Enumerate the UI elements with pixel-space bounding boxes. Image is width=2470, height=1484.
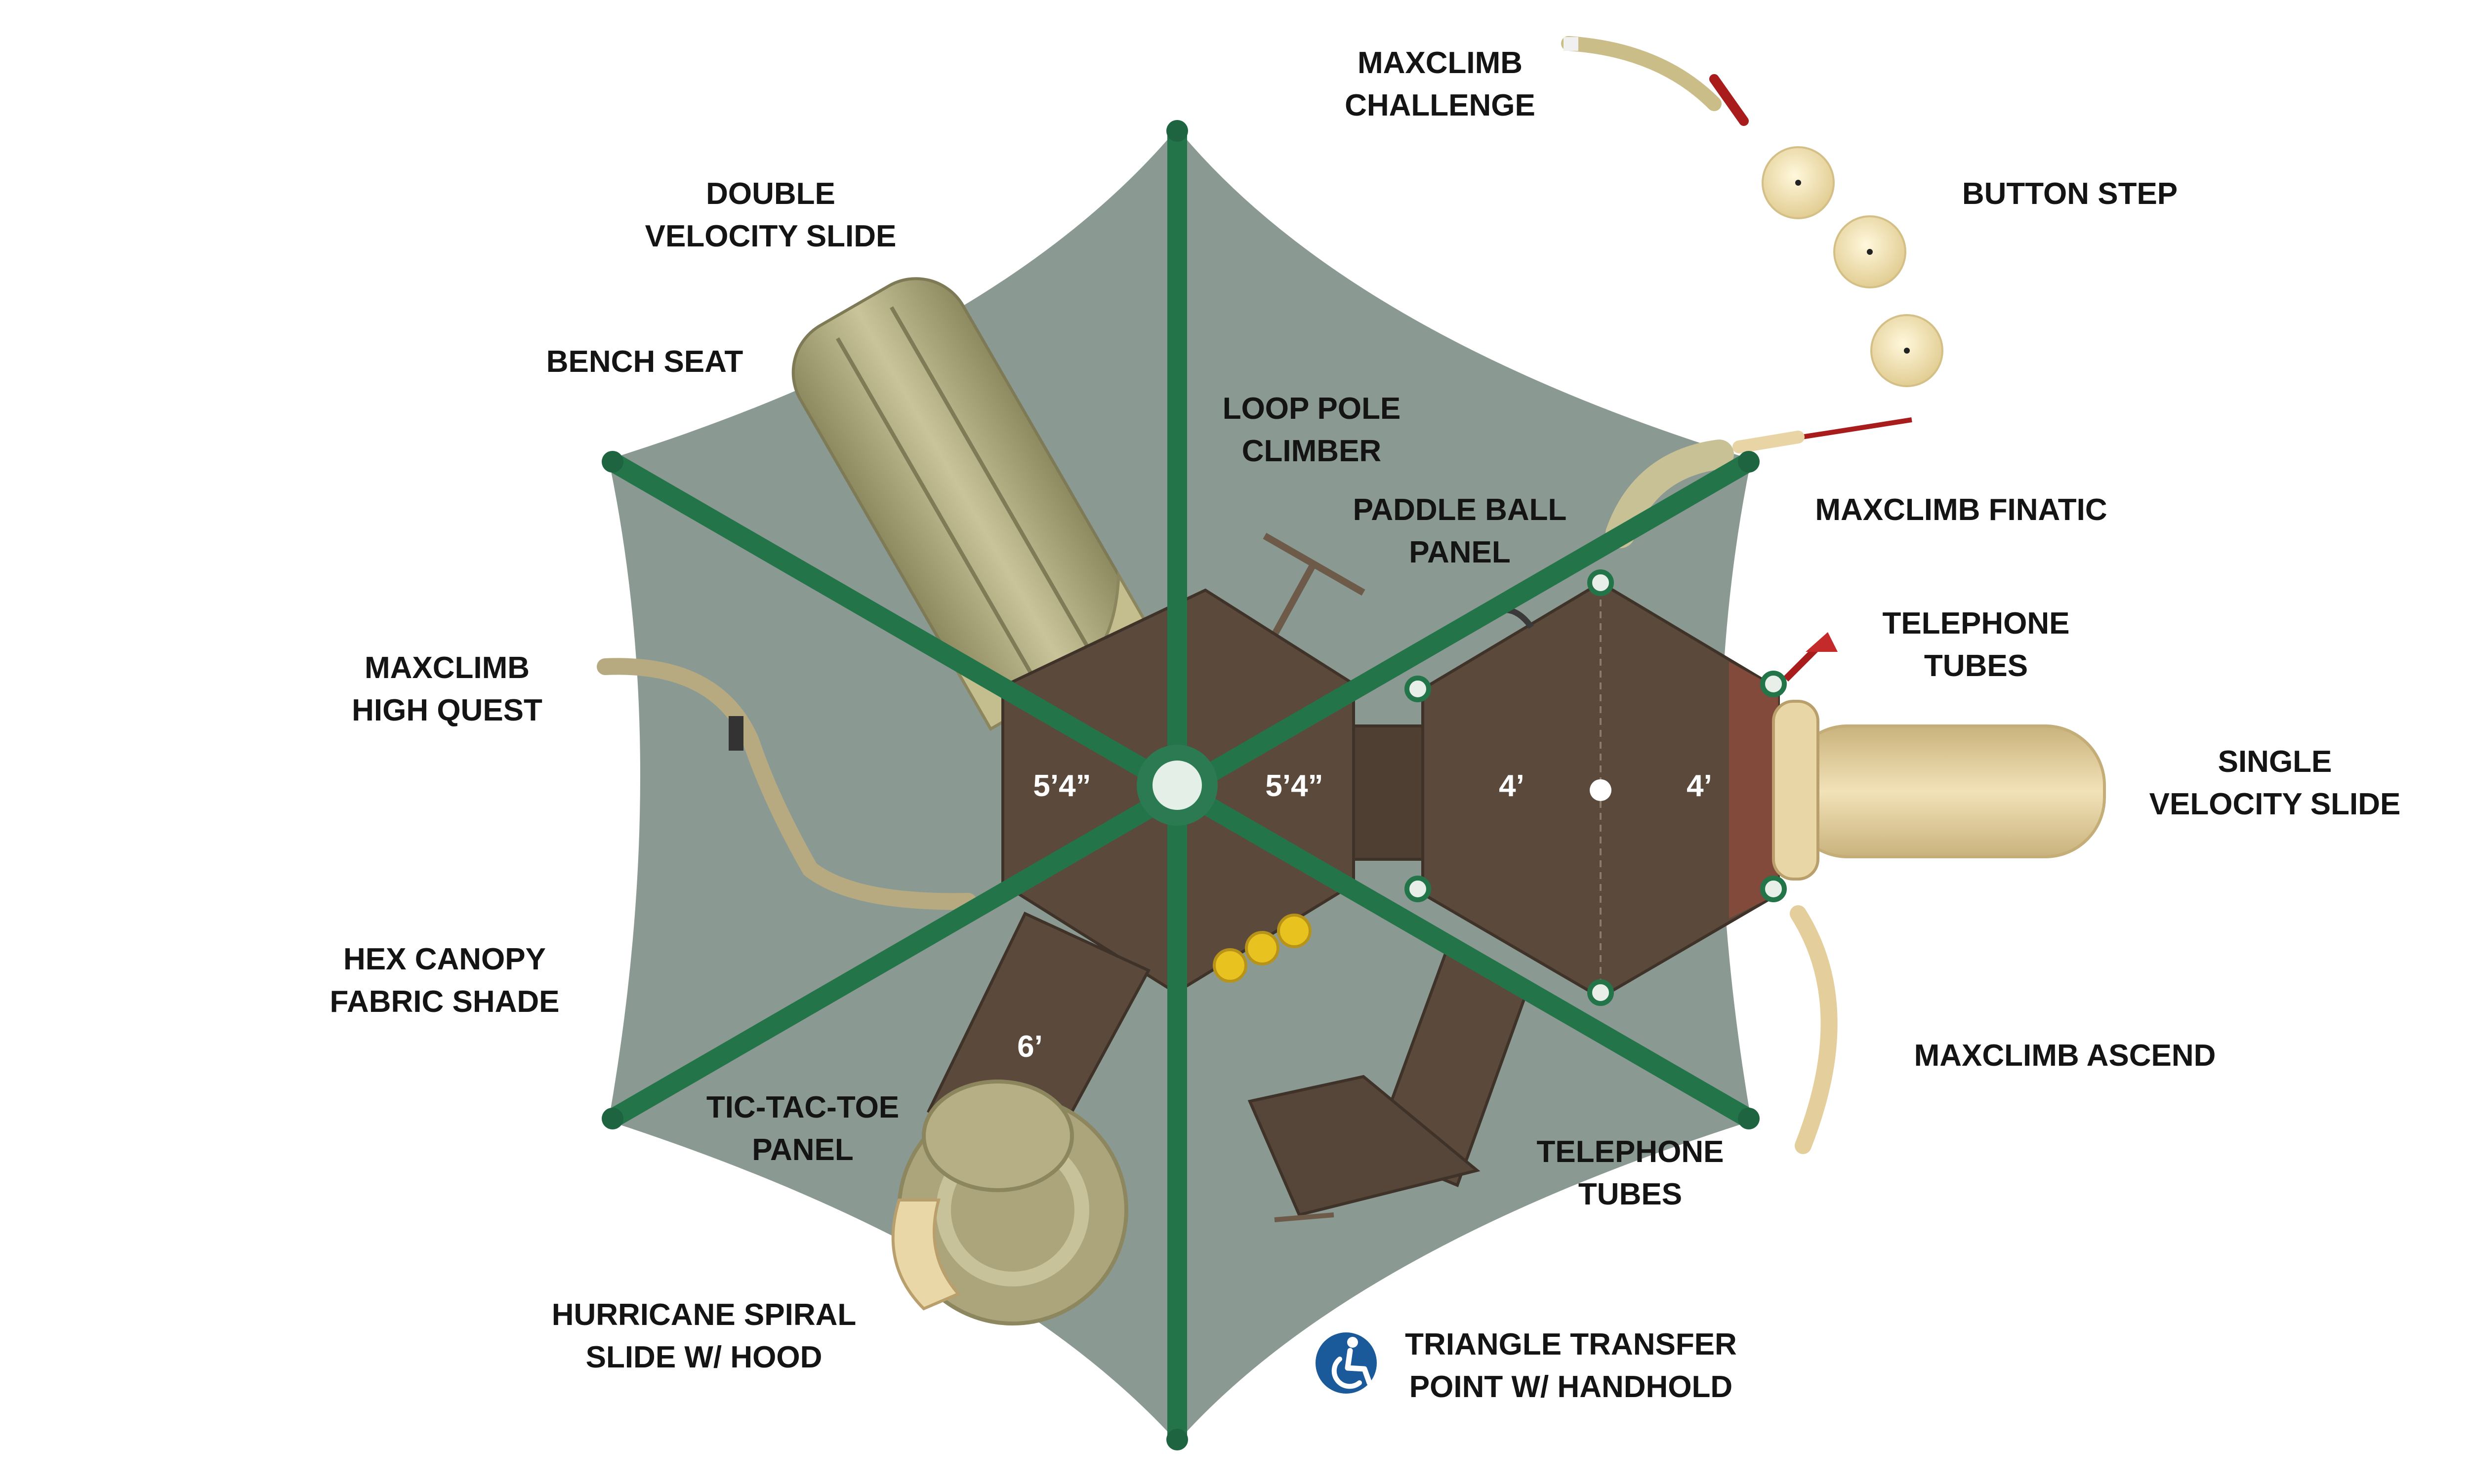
deck-height-right-hex-left: 4’ [1499,769,1524,803]
label-maxclimb-ascend: MAXCLIMB ASCEND [1914,1039,2216,1073]
canopy-center-hub [1137,745,1218,826]
hurricane-spiral-slide [891,1080,1128,1325]
label-telephone-tubes-right: TELEPHONE TUBES [1882,606,2070,683]
wheelchair-accessibility-icon [1316,1332,1377,1394]
label-loop-pole-climber: LOOP POLE CLIMBER [1222,392,1401,468]
button-steps [1762,146,1943,387]
connecting-bridge [1352,724,1424,861]
post-caps [1404,569,1787,1006]
label-maxclimb-high-quest: MAXCLIMB HIGH QUEST [352,651,542,727]
deck-height-left-hex-left: 5’4” [1033,769,1091,803]
label-triangle-transfer-point: TRIANGLE TRANSFER POINT W/ HANDHOLD [1405,1327,1737,1404]
label-button-step: BUTTON STEP [1962,177,2178,211]
maxclimb-ascend [1790,905,1838,1154]
label-telephone-tubes-bottom: TELEPHONE TUBES [1536,1135,1724,1211]
label-tic-tac-toe-panel: TIC-TAC-TOE PANEL [706,1090,900,1167]
single-velocity-slide-entry [1729,662,1778,919]
deck-height-left-hex-right: 5’4” [1265,769,1323,803]
single-velocity-slide [1772,700,2106,881]
label-maxclimb-challenge: MAXCLIMB CHALLENGE [1345,46,1535,122]
label-hurricane-spiral-slide: HURRICANE SPIRAL SLIDE W/ HOOD [551,1298,857,1374]
label-double-velocity-slide: DOUBLE VELOCITY SLIDE [645,177,897,253]
deck-height-ramp: 6’ [1017,1030,1043,1064]
maxclimb-finatic [1606,440,1734,548]
label-single-velocity-slide: SINGLE VELOCITY SLIDE [2149,745,2401,821]
label-maxclimb-finatic: MAXCLIMB FINATIC [1815,493,2107,527]
maxclimb-challenge [1561,36,1749,126]
telephone-tube-right [1783,632,1838,682]
right-hex-center-post [1590,779,1611,801]
label-paddle-ball-panel: PADDLE BALL PANEL [1353,493,1567,569]
label-hex-canopy-fabric-shade: HEX CANOPY FABRIC SHADE [329,942,560,1019]
maxclimb-high-quest [597,658,977,910]
triangle-transfer-point [1247,1075,1481,1217]
loop-pole-climber [1263,532,1365,637]
frame-end-caps [602,120,1760,1450]
label-bench-seat: BENCH SEAT [546,345,743,379]
tic-tac-toe-panel [1213,914,1312,983]
deck-height-right-hex-right: 4’ [1687,769,1712,803]
